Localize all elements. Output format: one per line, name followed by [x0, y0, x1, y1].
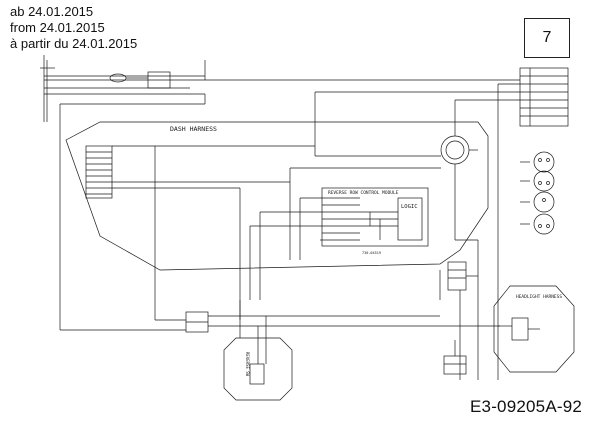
reverse-switch-outline	[223, 337, 293, 401]
dash-switch-block	[85, 145, 113, 199]
dash-harness-label: DASH HARNESS	[170, 125, 217, 133]
dash-switch-rows	[86, 151, 112, 195]
page-number: 7	[542, 29, 552, 46]
page-number-box: 7	[524, 18, 570, 58]
date-line-en: from 24.01.2015	[10, 20, 105, 35]
right-connector-block	[447, 261, 467, 291]
ignition-switch-icon	[440, 135, 470, 165]
headlight-harness-outline	[493, 285, 575, 373]
date-line-fr: à partir du 24.01.2015	[10, 36, 138, 51]
date-line-de: ab 24.01.2015	[10, 4, 94, 19]
module-title-label: REVERSE ROW CONTROL MODULE	[328, 190, 399, 196]
document-code: E3-09205A-92	[470, 397, 583, 416]
terminal-block-rows	[520, 68, 568, 126]
headlight-harness-label: HEADLIGHT HARNESS	[516, 294, 562, 300]
fuse-icon	[109, 73, 127, 83]
dash-harness-outline	[65, 121, 489, 271]
relay-icon	[147, 71, 171, 89]
connector-legend-icons	[533, 151, 555, 235]
reverse-switch-label: REVERSE SW	[245, 352, 250, 377]
module-pin-lines	[322, 197, 398, 241]
module-part-label: 730-04519	[362, 251, 381, 255]
logic-label: LOGIC	[401, 204, 418, 210]
bottom-connector-block	[443, 355, 467, 375]
reverse-module-box	[321, 187, 429, 247]
top-right-terminal-block	[519, 67, 569, 127]
